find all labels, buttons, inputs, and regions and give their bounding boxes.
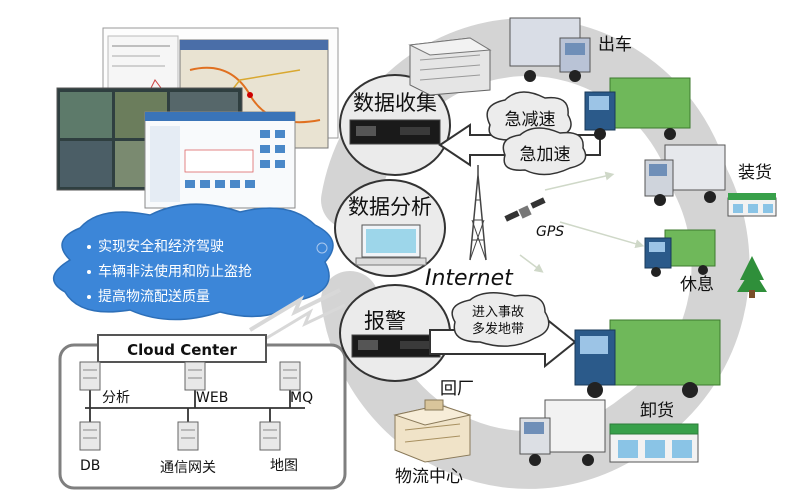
radio-tower-icon xyxy=(469,165,487,261)
screenshot-dashboard xyxy=(144,111,296,209)
benefits-cloud: 实现安全和经济驾驶 车辆非法使用和防止盗抢 提高物流配送质量 xyxy=(53,203,334,321)
benefit-item: 实现安全和经济驾驶 xyxy=(98,238,224,255)
stage-label-unload: 卸货 xyxy=(640,401,674,421)
alarm-node: 报警 xyxy=(339,284,451,382)
small-store-icon xyxy=(727,193,777,217)
device-recorder-icon xyxy=(349,119,441,145)
truck-green-icon xyxy=(574,319,721,398)
lightning-link xyxy=(248,288,346,344)
server-icon xyxy=(279,361,301,391)
stage-label-return: 回厂 xyxy=(440,379,474,399)
truck-green-icon xyxy=(584,77,691,140)
stage-label-depart: 出车 xyxy=(598,35,632,55)
event-bubble-accel: 急加速 xyxy=(502,127,587,176)
truck-white-icon xyxy=(509,17,591,82)
gps-label: GPS xyxy=(536,224,564,240)
satellite-icon xyxy=(504,197,546,222)
data-collect-node: 数据收集 xyxy=(339,74,451,176)
data-analyze-label: 数据分析 xyxy=(348,195,432,219)
benefit-item: 车辆非法使用和防止盗抢 xyxy=(98,263,252,280)
event-accident-line1: 进入事故 xyxy=(472,305,524,320)
server-icon xyxy=(177,421,199,451)
computer-icon xyxy=(355,224,427,266)
stage-label-rest: 休息 xyxy=(680,275,714,295)
truck-white-icon xyxy=(644,144,726,206)
truck-white-icon xyxy=(519,399,606,466)
data-collect-label: 数据收集 xyxy=(353,91,437,115)
event-bubble-accident: 进入事故 多发地带 xyxy=(451,292,550,347)
benefit-item: 提高物流配送质量 xyxy=(98,288,210,305)
event-accel-label: 急加速 xyxy=(520,145,571,165)
server-icon xyxy=(184,361,206,391)
cloud-center-title: Cloud Center xyxy=(127,341,237,359)
server-label-mq: MQ xyxy=(290,390,313,406)
server-icon xyxy=(79,361,101,391)
server-label-gateway: 通信网关 xyxy=(160,460,216,476)
device-recorder-icon xyxy=(351,334,441,358)
cloud-center: Cloud Center xyxy=(58,334,347,490)
event-decel-label: 急减速 xyxy=(505,110,556,130)
server-label-analysis: 分析 xyxy=(102,390,130,406)
server-icon xyxy=(79,421,101,451)
alarm-label: 报警 xyxy=(364,309,406,333)
tree-icon xyxy=(737,256,767,298)
server-label-db: DB xyxy=(80,458,100,474)
stage-label-logistics-center: 物流中心 xyxy=(395,467,463,487)
internet-label: Internet xyxy=(425,266,514,291)
logistics-center-icon xyxy=(393,399,472,463)
server-label-map: 地图 xyxy=(270,458,298,474)
software-screenshots xyxy=(56,27,339,209)
data-analyze-node: 数据分析 xyxy=(334,179,446,277)
server-icon xyxy=(259,421,281,451)
depot-building-icon xyxy=(408,37,492,96)
store-icon xyxy=(609,423,699,463)
stage-label-load: 装货 xyxy=(738,163,772,183)
truck-green-icon xyxy=(644,229,716,277)
server-label-web: WEB xyxy=(196,390,228,406)
event-accident-line2: 多发地带 xyxy=(472,321,524,337)
signal-rays xyxy=(519,171,645,273)
